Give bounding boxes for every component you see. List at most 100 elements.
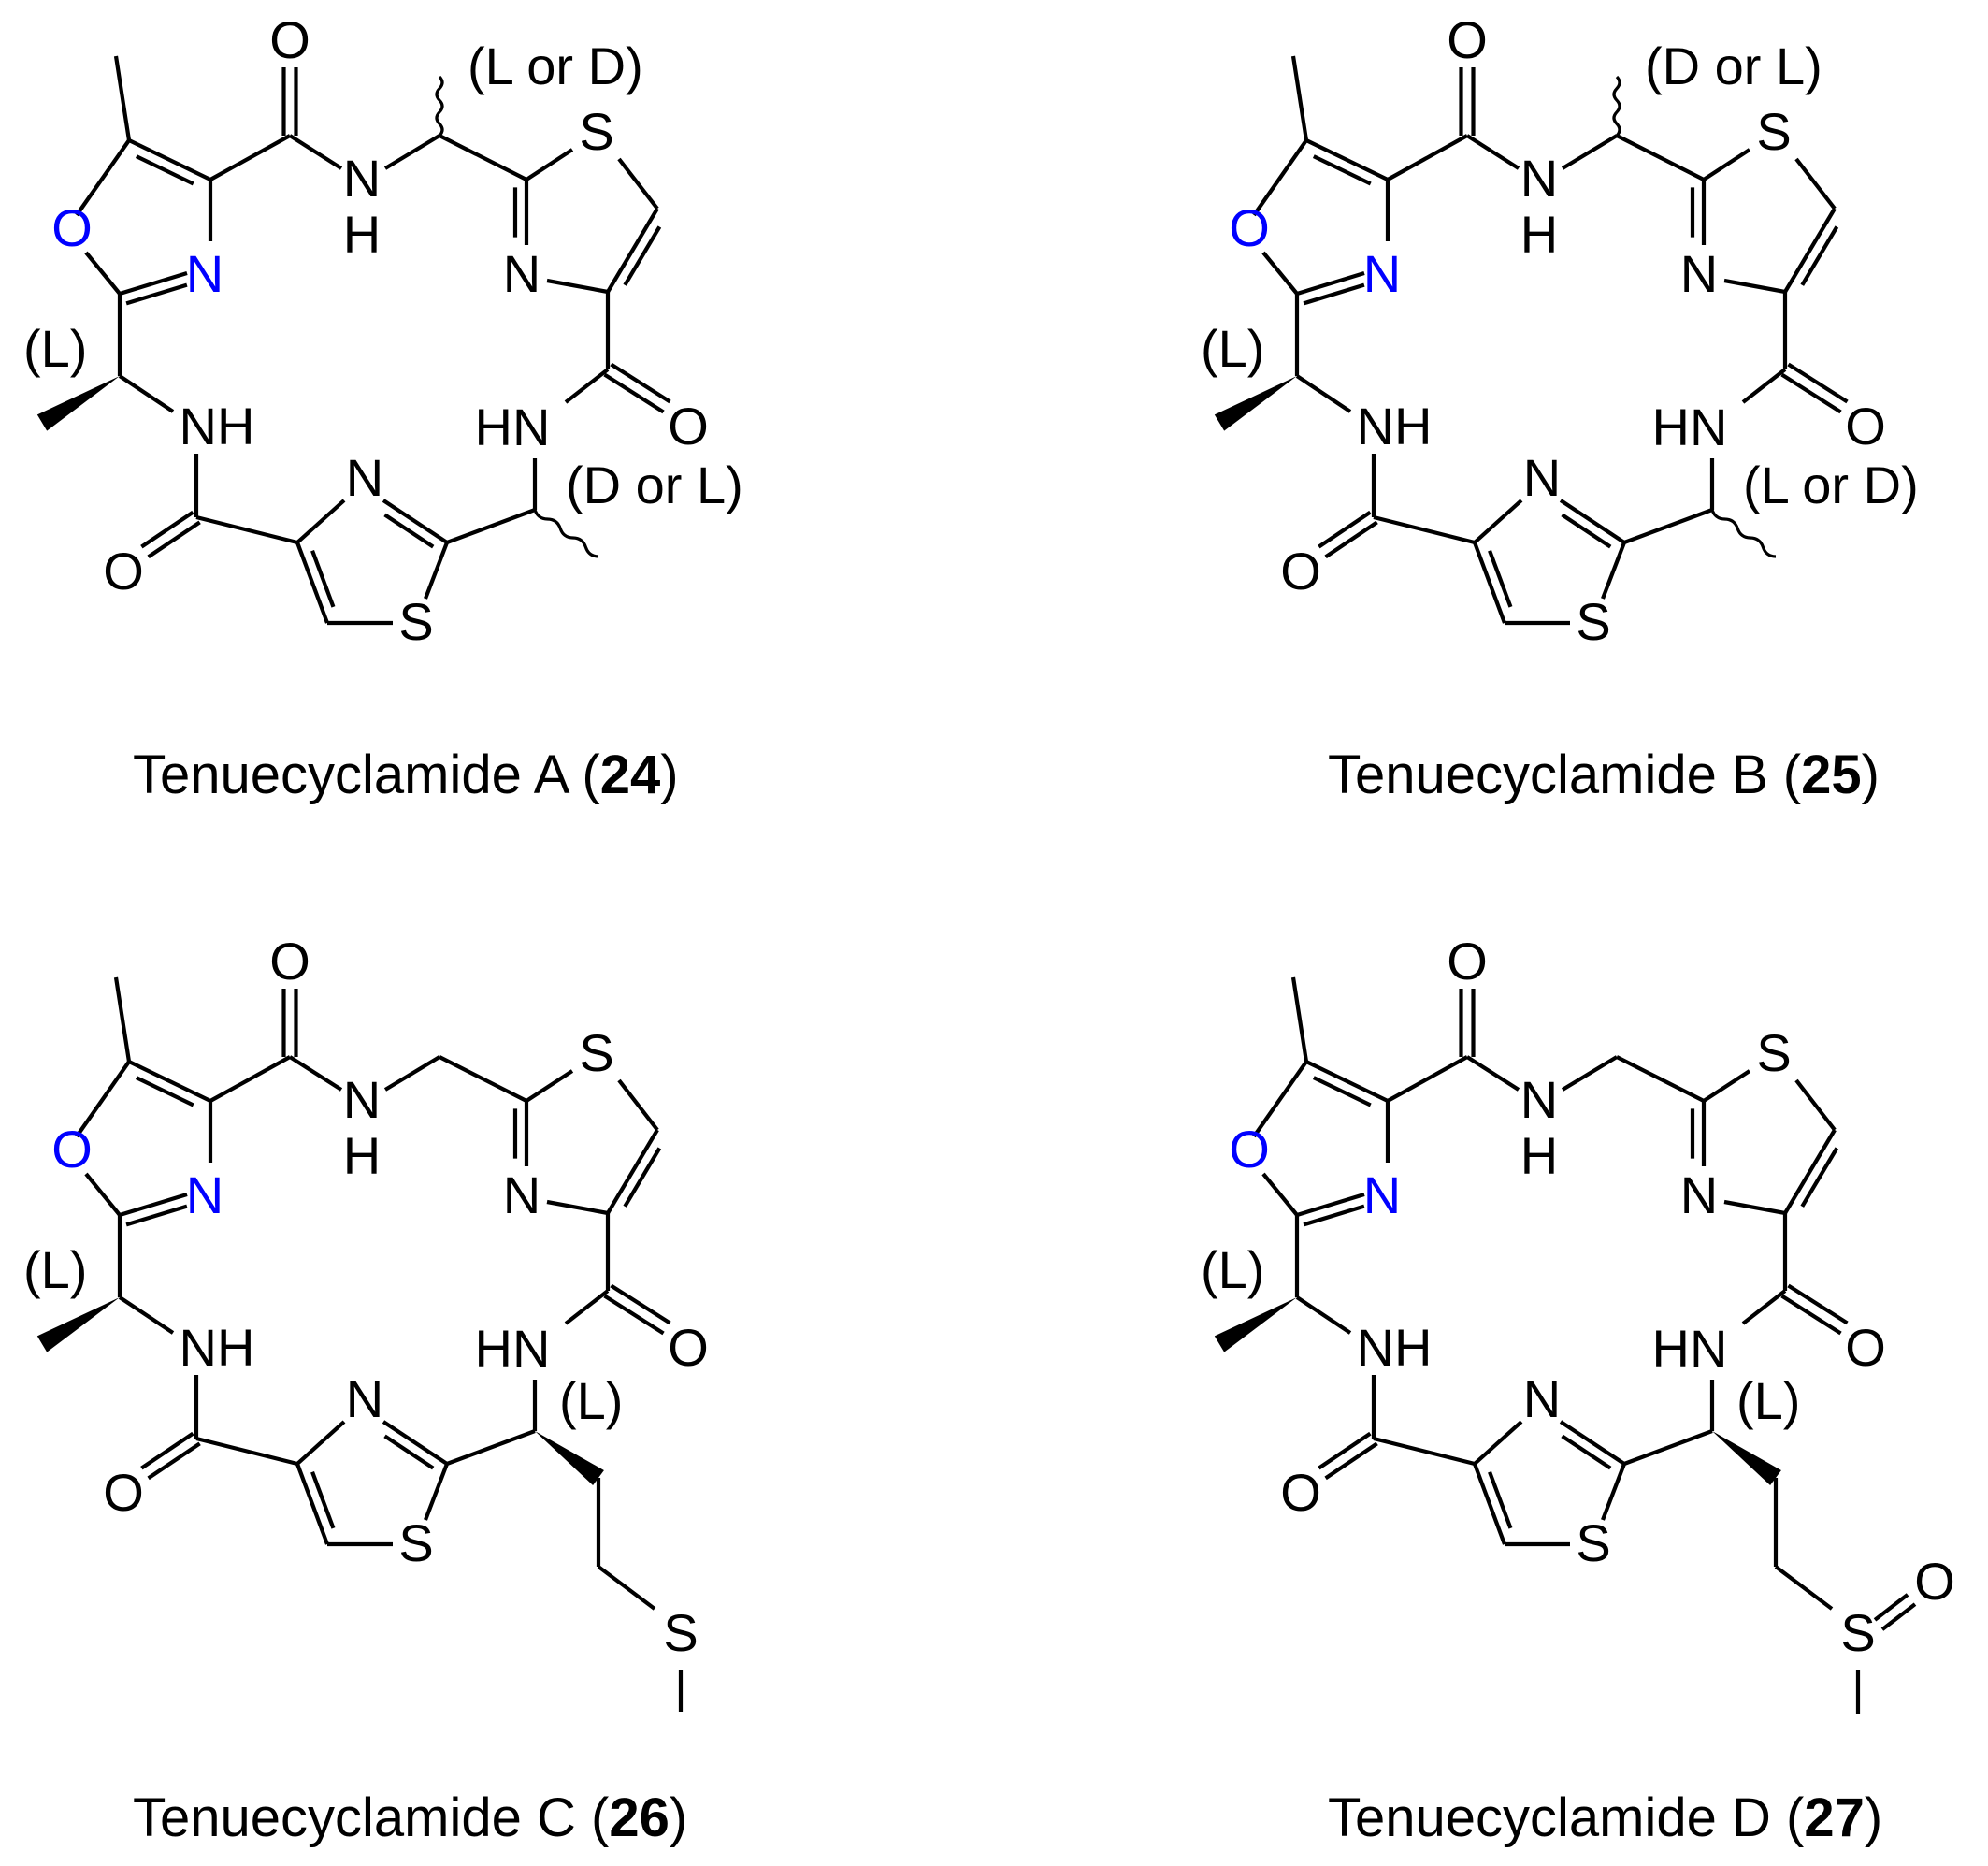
oxazole-bond-N-C2 bbox=[119, 270, 188, 297]
compound-number: 24 bbox=[600, 745, 661, 805]
thiazole1-nitrogen-atom: N bbox=[1680, 1165, 1718, 1224]
amide1-nitrogen-atom: N bbox=[343, 1070, 381, 1129]
bond-carbonyl2-NH bbox=[1741, 368, 1787, 404]
thiazole2-bond-N-C2-inner bbox=[383, 1434, 435, 1470]
bond-carbonyl2-NH bbox=[564, 368, 610, 404]
oxazole-bond-N-C2-inner bbox=[1303, 282, 1365, 306]
carbonyl3-double-bond-second bbox=[1324, 520, 1378, 559]
stereo-wedge-bond-alpha3 bbox=[1214, 376, 1297, 431]
stereo-label-2: (L) bbox=[1736, 1371, 1800, 1430]
bond-carbonyl2-NH bbox=[1741, 1289, 1787, 1325]
caption-b: Tenuecyclamide B (25) bbox=[1328, 745, 1880, 805]
thiazole2-nitrogen-atom: N bbox=[1523, 448, 1561, 507]
side-chain-sulfur-atom: S bbox=[663, 1603, 698, 1662]
bond-carbonyl1-N bbox=[1465, 1055, 1520, 1092]
oxazole-bond-O-C5 bbox=[1252, 1060, 1308, 1138]
amide1-hydrogen-atom: H bbox=[343, 1126, 381, 1185]
bond-alpha1-thiazoleC2 bbox=[1616, 1055, 1705, 1103]
bond-C4-carbonyl1 bbox=[209, 134, 292, 181]
oxazole-bond-N-C2-inner bbox=[125, 282, 188, 306]
thiazole2-bond-C4-N bbox=[1473, 1420, 1523, 1466]
bond-thiazole2C4-carbonyl3 bbox=[1373, 514, 1476, 545]
caption-name: Tenuecyclamide C bbox=[133, 1787, 576, 1848]
stereo-label-2: (L or D) bbox=[1743, 456, 1919, 514]
amide3-nh-group: NH bbox=[180, 397, 255, 456]
carbonyl2-double-bond bbox=[1780, 372, 1842, 414]
bond-NH-alpha3 bbox=[1295, 374, 1352, 413]
stereo-wedge-bond-alpha3 bbox=[36, 1297, 120, 1352]
thiazole1-bond-C5-C4-inner bbox=[1800, 225, 1839, 286]
oxazole-bond-C5-C4 bbox=[1305, 1060, 1389, 1103]
thiazole1-nitrogen-atom: N bbox=[503, 244, 540, 303]
thiazole2-bond-N-C2-inner bbox=[1561, 513, 1612, 549]
oxazole-bond-C5-C4 bbox=[128, 1060, 211, 1103]
carbonyl3-double-bond-second bbox=[1324, 1441, 1378, 1481]
methyl-bond bbox=[113, 976, 132, 1063]
compound-number: 26 bbox=[609, 1787, 670, 1848]
thiazole1-bond-C2-S bbox=[1702, 148, 1751, 181]
oxazole-bond-C5-C4 bbox=[1305, 138, 1389, 181]
amide1-nitrogen-atom: N bbox=[1520, 149, 1558, 208]
thiazole1-bond-S-C5 bbox=[1794, 157, 1837, 210]
bond-N-alpha1 bbox=[1561, 1055, 1619, 1092]
carbonyl2-double-bond-second bbox=[1787, 1283, 1849, 1325]
caption-a: Tenuecyclamide A (24) bbox=[133, 745, 679, 805]
thiazole2-bond-N-C2 bbox=[382, 1420, 449, 1466]
thiazole1-bond-C2-S bbox=[525, 1069, 574, 1103]
thiazole1-sulfur-atom: S bbox=[579, 1023, 613, 1082]
oxazole-nitrogen-atom: N bbox=[186, 244, 223, 303]
thiazole1-bond-C5-C4 bbox=[1783, 1128, 1837, 1215]
side-chain-sulfur-atom: S bbox=[1840, 1603, 1875, 1662]
caption-open-paren: ( bbox=[1768, 745, 1801, 805]
carbonyl3-double-bond-second bbox=[147, 520, 201, 559]
thiazole2-bond-N-C2 bbox=[1559, 499, 1626, 544]
oxazole-oxygen-atom: O bbox=[1229, 1120, 1270, 1179]
thiazole2-bond-C2-S bbox=[1601, 1463, 1626, 1521]
carbonyl2-double-bond bbox=[603, 372, 665, 414]
carbonyl3-double-bond bbox=[1318, 1431, 1372, 1470]
bond-thiazole2C4-carbonyl3 bbox=[195, 1436, 298, 1467]
amide1-hydrogen-atom: H bbox=[343, 205, 381, 264]
stereo-wavy-bond-1 bbox=[1612, 75, 1621, 137]
thiazole2-sulfur-atom: S bbox=[398, 592, 433, 651]
thiazole1-bond-N-C4 bbox=[546, 278, 609, 295]
thiazole1-bond-C5-C4-inner bbox=[623, 225, 662, 286]
caption-close-paren: ) bbox=[670, 1787, 687, 1848]
oxazole-bond-C5-C4-inner bbox=[135, 1076, 194, 1107]
carbonyl1-oxygen-atom: O bbox=[269, 932, 310, 991]
amide2-nh-group: HN bbox=[1652, 1319, 1728, 1378]
carbonyl2-oxygen-atom: O bbox=[668, 397, 709, 456]
thiazole1-bond-C5-C4-inner bbox=[1800, 1147, 1839, 1208]
amide2-nh-group: HN bbox=[1652, 398, 1728, 456]
amide1-nitrogen-atom: N bbox=[1520, 1070, 1558, 1129]
caption-name: Tenuecyclamide A bbox=[133, 745, 570, 805]
thiazole2-bond-C4-N bbox=[295, 499, 346, 544]
carbonyl3-double-bond bbox=[140, 1431, 194, 1470]
oxazole-bond-C2-O bbox=[84, 1172, 122, 1217]
caption-close-paren: ) bbox=[660, 745, 678, 805]
oxazole-bond-O-C5 bbox=[1252, 138, 1308, 217]
bond-alpha2-thiazole2C2 bbox=[1623, 508, 1713, 544]
oxazole-bond-C5-C4-inner bbox=[1312, 1076, 1372, 1107]
thiazole2-bond-C2-S bbox=[424, 542, 449, 600]
bond-C4-carbonyl1 bbox=[1386, 1055, 1469, 1103]
stereo-wedge-bond-alpha2 bbox=[1712, 1431, 1781, 1486]
bond-C4-carbonyl1 bbox=[209, 1055, 292, 1103]
carbonyl3-oxygen-atom: O bbox=[1280, 542, 1321, 600]
carbonyl2-double-bond-second bbox=[610, 1283, 671, 1325]
caption-name: Tenuecyclamide B bbox=[1328, 745, 1768, 805]
carbonyl3-oxygen-atom: O bbox=[1280, 1463, 1321, 1522]
oxazole-oxygen-atom: O bbox=[1229, 198, 1270, 257]
thiazole2-nitrogen-atom: N bbox=[346, 1369, 383, 1428]
thiazole2-sulfur-atom: S bbox=[1576, 1513, 1610, 1572]
amide2-nh-group: HN bbox=[475, 398, 551, 456]
bond-thiazole2C4-carbonyl3 bbox=[1373, 1436, 1476, 1467]
stereo-wedge-bond-alpha3 bbox=[1214, 1297, 1297, 1352]
side-chain-bond-2 bbox=[1774, 1565, 1834, 1611]
oxazole-bond-N-C2-inner bbox=[1303, 1204, 1365, 1227]
caption-close-paren: ) bbox=[1862, 745, 1880, 805]
thiazole1-bond-N-C4 bbox=[1723, 278, 1786, 295]
methyl-bond bbox=[1290, 976, 1309, 1063]
bond-alpha2-thiazole2C2 bbox=[446, 1429, 536, 1466]
